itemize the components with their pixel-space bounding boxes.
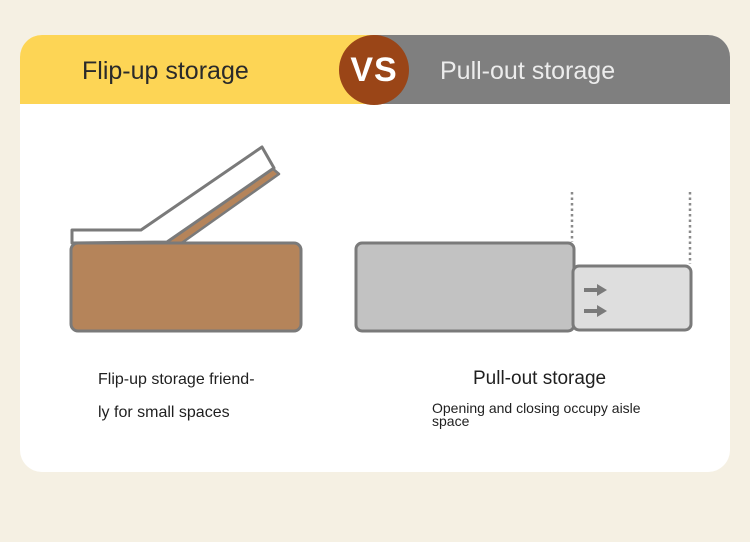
- header-right-panel: [375, 35, 730, 104]
- arrow-right-icon: [584, 284, 607, 317]
- pull-out-caption-line1: Opening and closing occupy aisle: [432, 400, 641, 416]
- header-left-panel: [20, 35, 375, 104]
- flip-up-caption-line2: ly for small spaces: [98, 404, 230, 421]
- vs-badge: VS: [339, 35, 409, 105]
- pull-out-caption-line2: space: [432, 413, 470, 429]
- flip-up-storage-base: [69, 241, 303, 333]
- comparison-header: [20, 35, 730, 104]
- flip-up-illustration: [69, 145, 303, 333]
- flip-up-open-lid: [70, 145, 276, 245]
- pull-out-title: Pull-out storage: [440, 57, 616, 85]
- pull-out-illustration: [354, 192, 693, 333]
- pull-out-storage-base: [354, 241, 576, 333]
- flip-up-title: Flip-up storage: [82, 57, 249, 85]
- pull-out-caption-title: Pull-out storage: [473, 368, 607, 389]
- flip-up-caption-line1: Flip-up storage friend-: [98, 371, 255, 388]
- pull-out-drawer: [571, 264, 693, 332]
